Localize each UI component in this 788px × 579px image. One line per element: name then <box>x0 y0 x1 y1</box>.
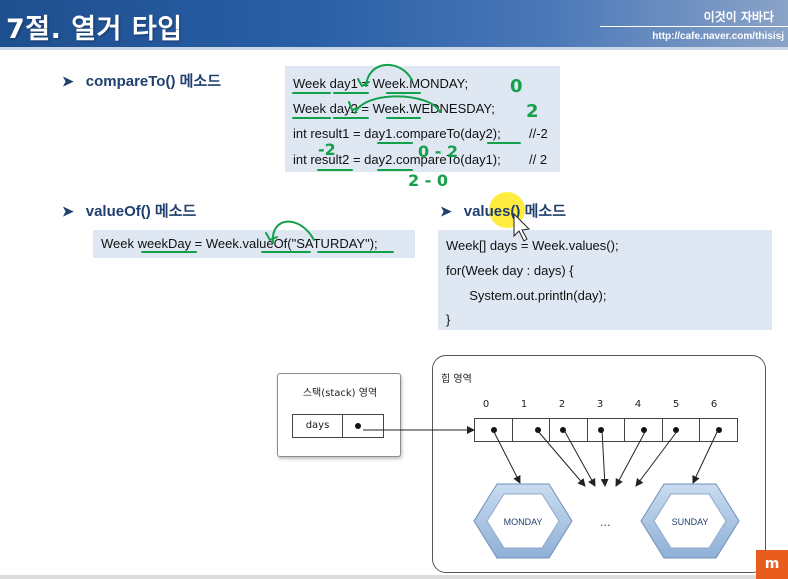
code-line-4: int result2 = day2.compareTo(day1); <box>293 152 501 167</box>
array-cell <box>550 419 588 441</box>
brand-url: http://cafe.naver.com/thisisj <box>652 31 784 42</box>
stack-variable: days <box>292 414 384 438</box>
array-index: 0 <box>482 399 490 410</box>
values-line-1: Week[] days = Week.values(); <box>446 238 619 253</box>
annotation-zero: 0 <box>510 76 523 97</box>
stack-variable-name: days <box>293 415 343 437</box>
array-cell <box>475 419 513 441</box>
array-cell <box>625 419 663 441</box>
sunday-label: SUNDAY <box>672 517 709 527</box>
array-cell <box>663 419 701 441</box>
compare-to-code-box: Week day1 = Week.MONDAY; Week day2 = Wee… <box>285 66 560 172</box>
ref-arrow <box>492 429 521 484</box>
brand-name: 이것이 자바다 <box>703 10 774 24</box>
annotation-two: 2 <box>526 101 539 122</box>
corner-logo: m <box>756 550 788 579</box>
stack-label: 스택(stack) 영역 <box>302 388 378 399</box>
reference-dot <box>355 423 361 429</box>
values-line-4: } <box>446 312 451 327</box>
value-of-code-box: Week weekDay = Week.valueOf("SATURDAY"); <box>93 230 415 258</box>
annotation-two-minus-zero: 2 - 0 <box>408 171 448 190</box>
ref-arrow <box>536 429 586 487</box>
values-code-box: Week[] days = Week.values(); for(Week da… <box>438 230 772 330</box>
array-index: 5 <box>672 399 680 410</box>
heap-label: 힙 영역 <box>441 374 472 385</box>
array-index: 2 <box>558 399 566 410</box>
stack-area: 스택(stack) 영역 days <box>277 373 401 457</box>
array-cell <box>588 419 626 441</box>
mouse-cursor-icon <box>513 212 531 242</box>
array-index: 1 <box>520 399 528 410</box>
bullet-arrow-icon: ➤ <box>62 203 74 219</box>
monday-object: MONDAY <box>473 483 573 559</box>
annotation-minus-two: -2 <box>318 140 336 159</box>
value-of-line: Week weekDay = Week.valueOf("SATURDAY"); <box>101 236 378 251</box>
array-index: 3 <box>596 399 604 410</box>
bullet-arrow-icon: ➤ <box>440 203 452 219</box>
ellipsis: ... <box>600 516 611 529</box>
values-line-3: System.out.println(day); <box>462 288 607 303</box>
compare-to-heading: ➤compareTo() 메소드 <box>62 73 222 90</box>
comment-result1: //-2 <box>529 126 548 141</box>
array-index: 6 <box>710 399 718 410</box>
value-of-heading: ➤valueOf() 메소드 <box>62 203 197 220</box>
ref-arrow <box>563 429 596 487</box>
brand-divider <box>600 26 788 27</box>
stack-variable-ref <box>343 415 383 437</box>
bottom-strip <box>0 575 756 579</box>
annotation-zero-minus-two: 0 - 2 <box>418 142 458 161</box>
comment-result2: // 2 <box>529 152 548 167</box>
array-index: 4 <box>634 399 642 410</box>
ref-arrow <box>600 429 609 487</box>
bullet-arrow-icon: ➤ <box>62 73 74 89</box>
array-cell <box>700 419 737 441</box>
code-line-1: Week day1 = Week.MONDAY; <box>293 76 469 91</box>
ref-arrow <box>635 429 679 487</box>
slide-header: 7절. 열거 타입 이것이 자바다 http://cafe.naver.com/… <box>0 0 788 50</box>
slide-title: 7절. 열거 타입 <box>6 14 183 45</box>
code-line-3: int result1 = day1.compareTo(day2); <box>293 126 501 141</box>
sunday-object: SUNDAY <box>640 483 740 559</box>
ref-arrow <box>615 429 647 487</box>
values-heading: ➤values() 메소드 <box>440 203 566 220</box>
values-line-2: for(Week day : days) { <box>446 263 574 278</box>
monday-label: MONDAY <box>504 517 543 527</box>
handwritten-annotations <box>141 64 521 253</box>
ref-arrow <box>692 429 719 484</box>
